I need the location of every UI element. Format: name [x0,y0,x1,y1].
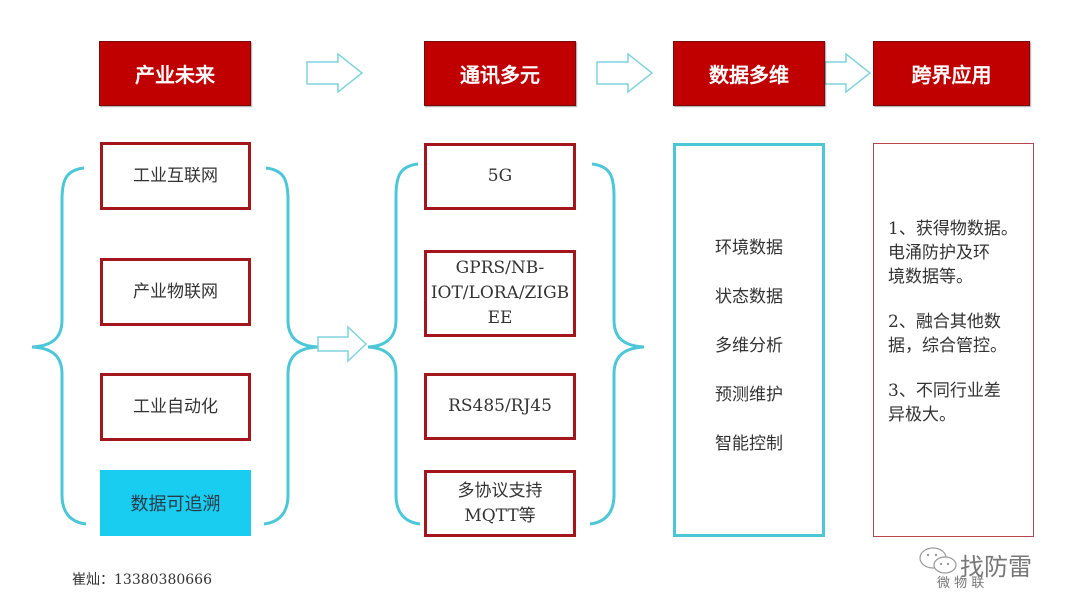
item-rs485-line: RS485/RJ45 [448,396,552,416]
header-cross-boundary-application: 跨界应用 [873,41,1030,106]
item-mqtt-line-1: 多协议支持 [457,480,543,501]
item-rs485-rj45: RS485/RJ45 [424,373,576,440]
right-brace-column1 [263,166,319,526]
arrow-icon-header-1 [306,52,364,94]
arrow-icon-middle [317,325,368,363]
note-1-line-2: 电涌防护及环 [888,243,990,263]
note-1-line-3: 境数据等。 [888,267,973,287]
contact-info: 崔灿：13380380666 [72,572,212,588]
arrow-icon-header-3 [824,52,872,94]
note-paragraph-2: 2、融合其他数 据，综合管控。 [888,310,1029,358]
item-gprs-line-2: IOT/LORA/ZIGB [430,283,570,303]
right-brace-column2 [589,162,645,526]
note-2-line-2: 据，综合管控。 [888,336,1007,356]
header-multidimensional-data: 数据多维 [673,41,825,106]
list-item-multidimensional-analysis: 多维分析 [715,336,783,356]
item-gprs-line-1: GPRS/NB- [455,258,545,278]
watermark-subtitle: 微 物 联 [937,576,985,591]
list-item-environment-data: 环境数据 [715,238,783,258]
panel-cross-boundary-application: 1、获得物数据。 电涌防护及环 境数据等。 2、融合其他数 据，综合管控。 3、… [873,143,1034,537]
watermark-title: 找防雷 [960,553,1032,581]
header-industry-future: 产业未来 [99,41,251,106]
left-brace-column2 [367,162,421,526]
item-multi-protocol-mqtt: 多协议支持 MQTT等 [424,470,576,537]
application-notes: 1、获得物数据。 电涌防护及环 境数据等。 2、融合其他数 据，综合管控。 3、… [888,217,1029,448]
note-2-line-1: 2、融合其他数 [888,312,1001,332]
panel-multidimensional-data: 环境数据 状态数据 多维分析 预测维护 智能控制 [673,143,825,537]
item-mqtt-line-2: MQTT等 [464,505,536,526]
note-3-line-2: 异极大。 [888,405,956,425]
item-gprs-nbiot-lora-zigbee: GPRS/NB- IOT/LORA/ZIGB EE [424,250,576,337]
note-paragraph-3: 3、不同行业差 异极大。 [888,379,1029,427]
item-gprs-line-3: EE [487,308,513,328]
note-paragraph-1: 1、获得物数据。 电涌防护及环 境数据等。 [888,217,1029,289]
data-dimension-list: 环境数据 状态数据 多维分析 预测维护 智能控制 [676,224,822,469]
left-brace-column1 [31,166,87,526]
watermark: 找防雷 微 物 联 [915,543,1065,593]
item-5g: 5G [424,143,576,210]
list-item-intelligent-control: 智能控制 [715,434,783,454]
item-industrial-iot: 产业物联网 [100,258,251,326]
list-item-status-data: 状态数据 [715,287,783,307]
item-data-traceability-highlighted: 数据可追溯 [100,470,251,536]
header-diverse-communication: 通讯多元 [424,41,576,106]
note-1-line-1: 1、获得物数据。 [888,219,1018,239]
list-item-predictive-maintenance: 预测维护 [715,385,783,405]
item-industrial-internet: 工业互联网 [100,142,251,210]
wechat-icon [919,547,957,574]
note-3-line-1: 3、不同行业差 [888,381,1001,401]
item-5g-line: 5G [487,166,513,186]
item-industrial-automation: 工业自动化 [100,373,251,441]
arrow-icon-header-2 [596,52,654,94]
